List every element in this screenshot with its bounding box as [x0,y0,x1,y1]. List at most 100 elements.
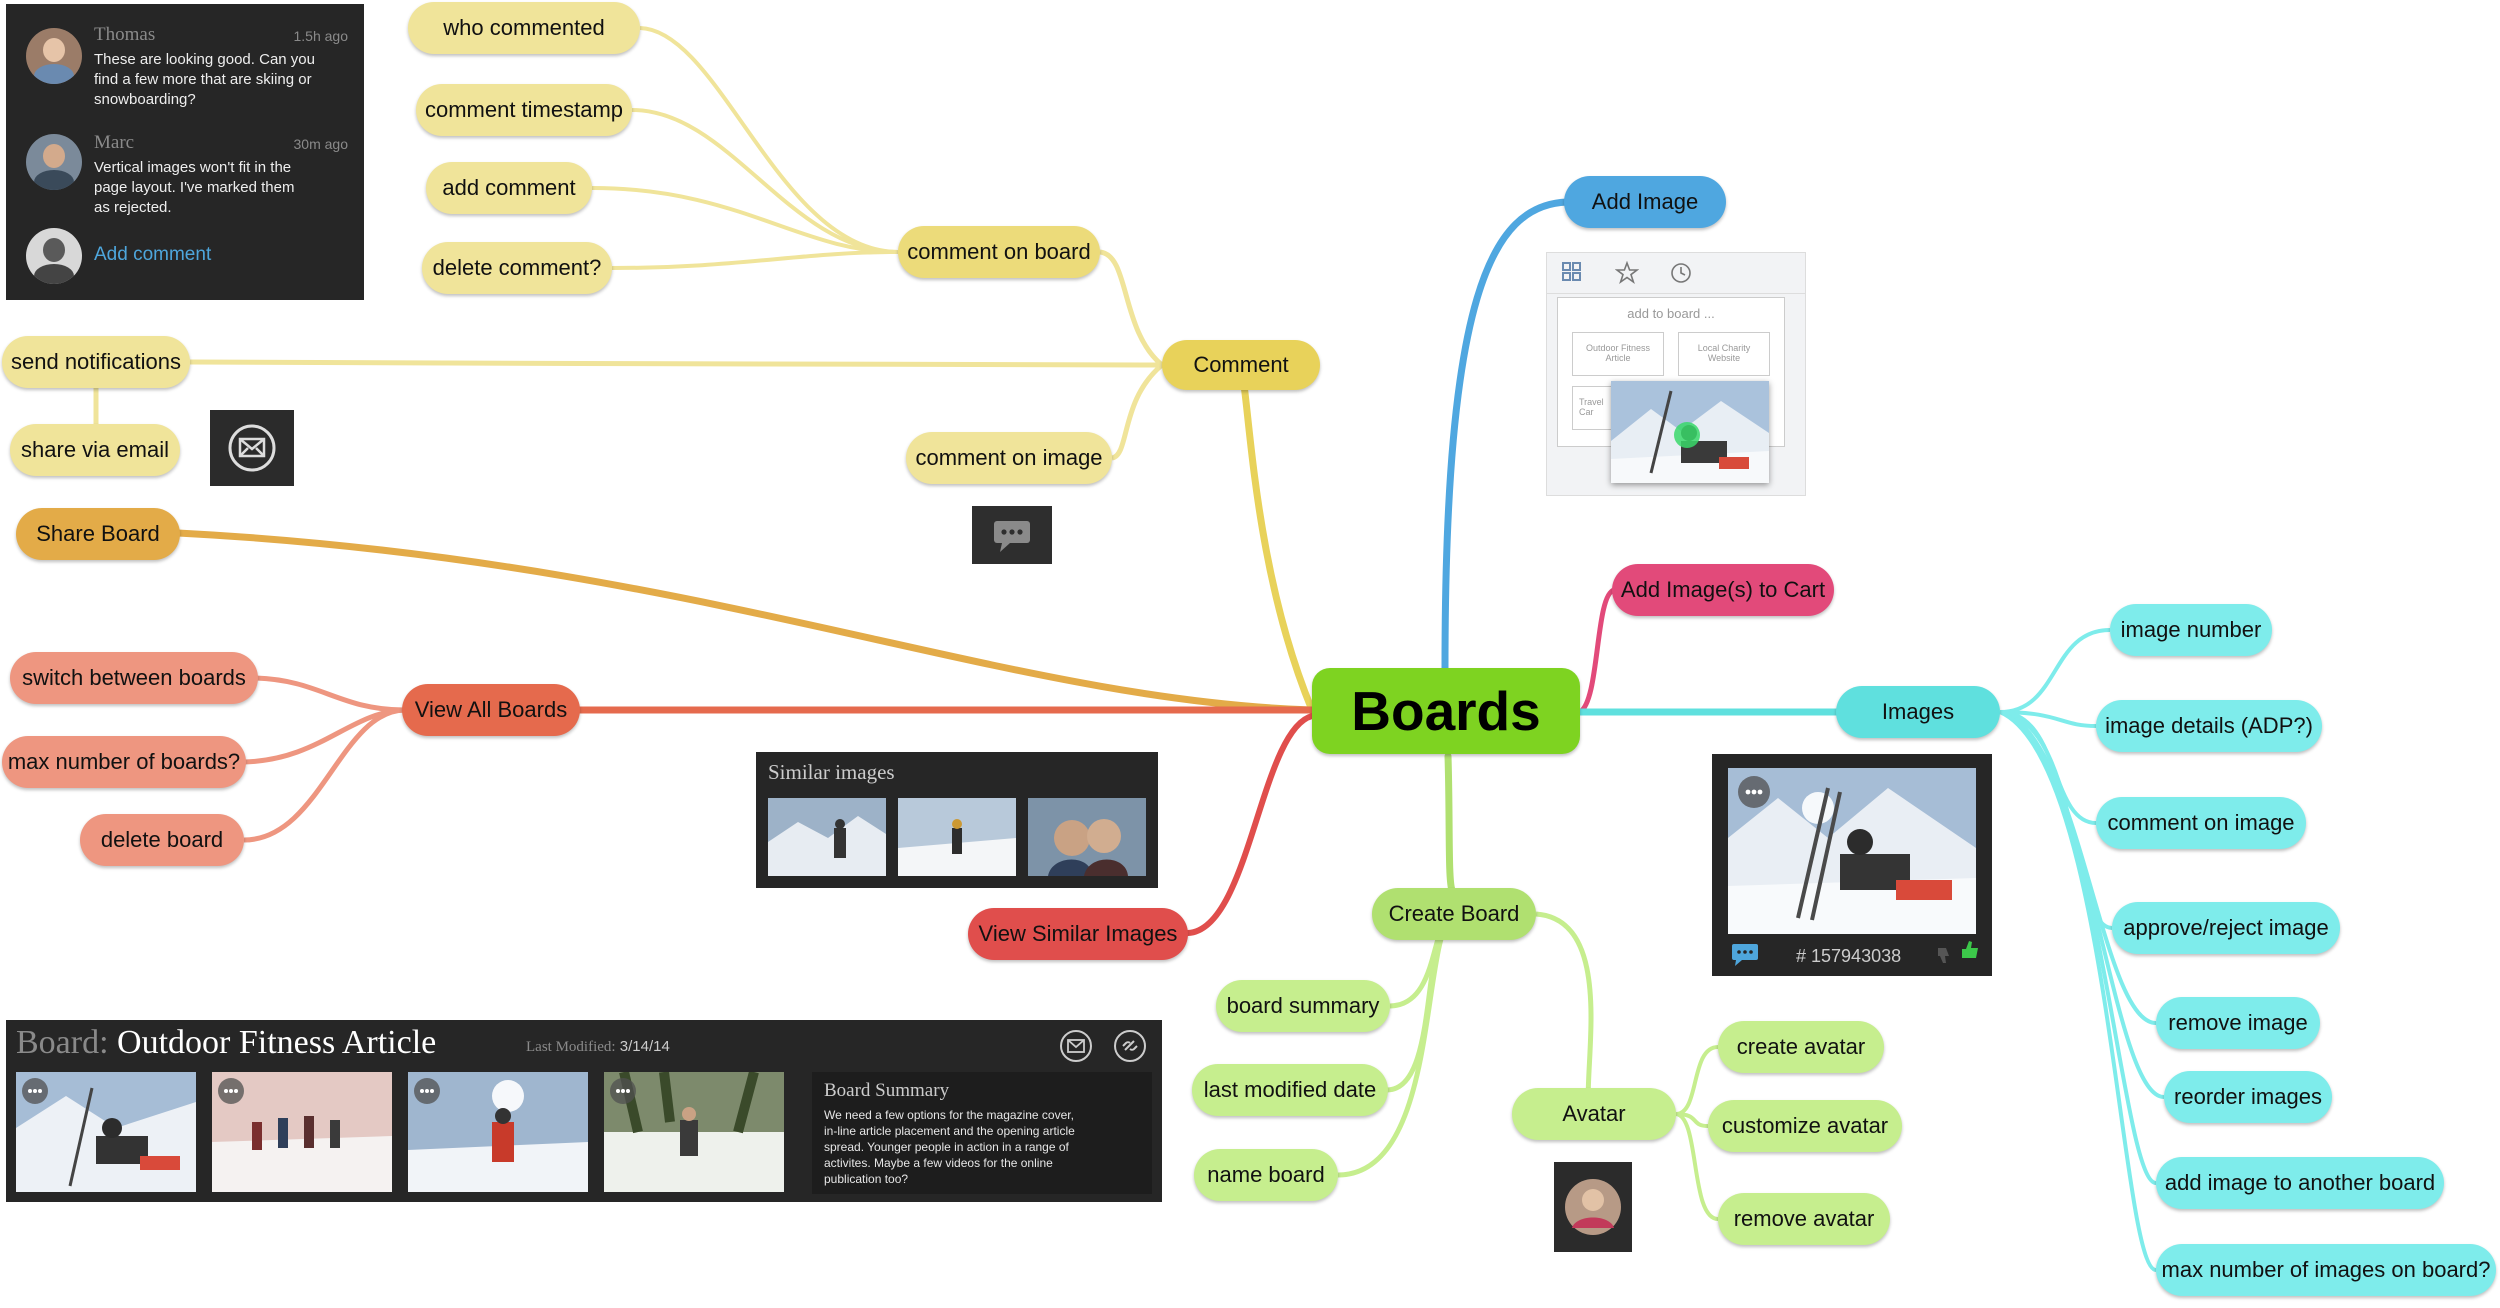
node-delete-board[interactable]: delete board [80,814,244,866]
node-avatar[interactable]: Avatar [1512,1088,1676,1140]
board-summary-line: spread. Younger people in action in a ra… [824,1140,1069,1154]
board-summary-line: We need a few options for the magazine c… [824,1108,1074,1122]
node-name-board[interactable]: name board [1194,1149,1338,1201]
dragged-image-thumbnail[interactable] [1611,381,1769,483]
popup-toolbar [1547,253,1805,294]
mail-icon [210,410,294,486]
board-option[interactable]: Local Charity Website [1678,332,1770,376]
node-image-details[interactable]: image details (ADP?) [2096,700,2322,752]
image-card: # 157943038 [1712,754,1992,976]
similar-images-panel: Similar images [756,752,1158,888]
similar-images-title: Similar images [768,760,895,784]
comment-time: 30m ago [293,136,348,152]
node-comment[interactable]: Comment [1162,340,1320,390]
speech-bubble-icon [972,506,1052,564]
add-comment-link[interactable]: Add comment [94,244,212,265]
board-summary-title: Board Summary [824,1080,950,1101]
node-approve-reject-image[interactable]: approve/reject image [2112,902,2340,954]
node-image-number[interactable]: image number [2110,604,2272,656]
board-option[interactable]: Outdoor Fitness Article [1572,332,1664,376]
node-remove-avatar[interactable]: remove avatar [1718,1193,1890,1245]
board-summary-box: Board Summary We need a few options for … [812,1072,1152,1194]
node-comment-on-board[interactable]: comment on board [898,226,1100,278]
node-customize-avatar[interactable]: customize avatar [1708,1100,1902,1152]
avatar [26,228,82,284]
speech-bubble-icon[interactable] [1730,942,1760,968]
board-option-label: Article [1605,353,1631,363]
add-to-board-popup: add to board ... Outdoor Fitness Article… [1546,252,1806,496]
node-create-avatar[interactable]: create avatar [1718,1021,1884,1073]
board-name[interactable]: Outdoor Fitness Article [117,1024,437,1061]
node-delete-comment[interactable]: delete comment? [422,242,612,294]
comment-item: Marc 30m ago Vertical images won't fit i… [6,124,364,224]
central-node-boards[interactable]: Boards [1312,668,1580,754]
popup-title: add to board ... [1627,306,1715,321]
board-bar: Board: Outdoor Fitness Article Last Modi… [6,1020,1162,1202]
node-send-notifications[interactable]: send notifications [2,336,190,388]
comment-author: Marc [94,132,135,153]
more-icon[interactable] [218,1078,244,1104]
board-option-label: Outdoor Fitness [1585,343,1651,353]
grid-icon[interactable] [1561,261,1583,283]
comment-author: Thomas [94,24,156,45]
node-view-similar-images[interactable]: View Similar Images [968,908,1188,960]
more-icon[interactable] [22,1078,48,1104]
node-create-board[interactable]: Create Board [1372,888,1536,940]
node-share-board[interactable]: Share Board [16,508,180,560]
node-view-all-boards[interactable]: View All Boards [402,684,580,736]
more-icon[interactable] [610,1078,636,1104]
node-add-image[interactable]: Add Image [1564,176,1726,228]
node-share-via-email[interactable]: share via email [10,424,180,476]
image-number: # 157943038 [1796,946,1902,966]
avatar-thumbnail [1554,1162,1632,1252]
board-option-label: Travel [1579,397,1604,407]
more-icon[interactable] [414,1078,440,1104]
mail-icon[interactable] [1058,1028,1094,1064]
last-modified-label: Last Modified: [526,1039,616,1055]
node-last-modified-date[interactable]: last modified date [1192,1064,1388,1116]
avatar [26,28,82,84]
board-summary-line: in-line article placement and the openin… [824,1124,1075,1138]
link-icon[interactable] [1112,1028,1148,1064]
node-remove-image[interactable]: remove image [2156,997,2320,1049]
node-comment-timestamp[interactable]: comment timestamp [416,84,632,136]
node-who-commented[interactable]: who commented [408,2,640,54]
comment-text-line: as rejected. [94,199,172,216]
board-label: Board: [16,1024,109,1061]
node-max-number-of-boards[interactable]: max number of boards? [2,736,246,788]
last-modified: Last Modified: 3/14/14 [526,1038,670,1056]
node-max-images-on-board[interactable]: max number of images on board? [2156,1244,2496,1296]
node-comment-on-image[interactable]: comment on image [906,432,1112,484]
similar-image-thumbnail[interactable] [1028,798,1146,876]
star-icon[interactable] [1615,261,1639,285]
node-add-images-to-cart[interactable]: Add Image(s) to Cart [1612,564,1834,616]
node-add-comment[interactable]: add comment [426,162,592,214]
comment-text-line: page layout. I've marked them [94,179,295,196]
comment-text-line: snowboarding? [94,91,196,108]
board-summary-line: activites. Maybe a few videos for the on… [824,1156,1053,1170]
avatar [26,134,82,190]
comment-item: Thomas 1.5h ago These are looking good. … [6,4,364,124]
board-option-label: Website [1707,353,1741,363]
board-summary-line: publication too? [824,1172,909,1186]
last-modified-date: 3/14/14 [619,1038,670,1055]
node-add-image-to-another-board[interactable]: add image to another board [2156,1157,2444,1209]
node-images-comment-on-image[interactable]: comment on image [2096,797,2306,849]
similar-image-thumbnail[interactable] [768,798,886,876]
node-switch-between-boards[interactable]: switch between boards [10,652,258,704]
comment-time: 1.5h ago [293,28,349,44]
board-title: Board: Outdoor Fitness Article [16,1024,436,1062]
thumb-down-icon[interactable] [1934,944,1956,966]
more-icon[interactable] [1738,776,1770,808]
comment-text-line: Vertical images won't fit in the [94,159,292,176]
node-reorder-images[interactable]: reorder images [2164,1071,2332,1123]
clock-icon[interactable] [1669,261,1693,285]
similar-image-thumbnail[interactable] [898,798,1016,876]
node-board-summary[interactable]: board summary [1216,980,1390,1032]
comment-text-line: These are looking good. Can you [94,51,315,68]
comment-text-line: find a few more that are skiing or [94,71,312,88]
thumb-up-icon[interactable] [1958,938,1982,962]
node-images[interactable]: Images [1836,686,2000,738]
